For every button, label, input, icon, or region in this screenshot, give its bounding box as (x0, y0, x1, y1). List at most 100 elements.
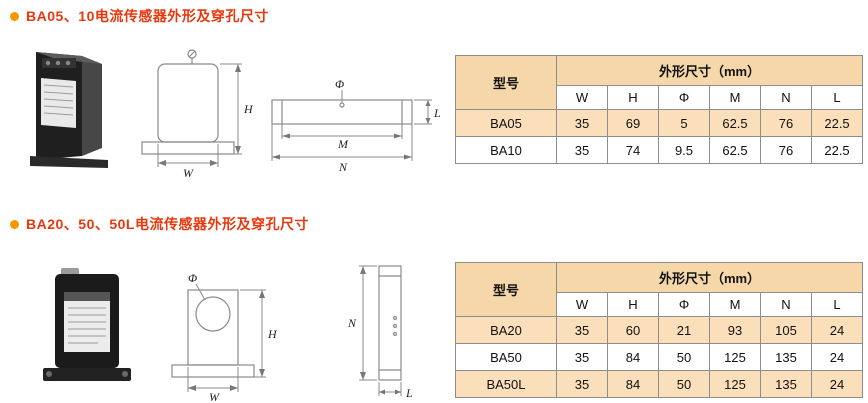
value-cell: 50 (658, 343, 710, 371)
phi-leader-line (195, 283, 206, 301)
section-1-title-text: BA05、10电流传感器外形及穿孔尺寸 (26, 8, 269, 24)
w-dimension-lines (157, 144, 219, 167)
col-header-m: M (709, 85, 761, 110)
terminal-block (42, 58, 76, 68)
value-cell: 76 (760, 136, 812, 164)
value-cell: 35 (556, 370, 608, 398)
dimension-table-ba20-ba50: 型号 外形尺寸（mm） W H Φ M N L BA20 35 60 21 93… (455, 262, 864, 398)
hole-indicator-icon (187, 49, 197, 64)
dim-header-cell: 外形尺寸（mm） (555, 55, 864, 86)
col-header-m: M (709, 292, 761, 317)
front-view-drawing-1: H W (141, 49, 254, 180)
m-dimension-arrows (282, 133, 402, 139)
value-cell: 24 (810, 370, 864, 398)
sensor-photo-ba05 (30, 52, 108, 168)
value-cell: 22.5 (810, 136, 864, 164)
model-cell: BA20 (455, 316, 557, 344)
n-dimension-arrows (272, 154, 412, 160)
col-header-h: H (607, 292, 659, 317)
n-dimension-arrows (360, 266, 366, 380)
w-dimension-arrows (158, 160, 218, 166)
section-2-title: BA20、50、50L电流传感器外形及穿孔尺寸 (10, 214, 309, 234)
col-header-phi: Φ (658, 85, 710, 110)
col-header-l: L (810, 85, 864, 110)
value-cell: 69 (607, 109, 659, 137)
value-cell: 24 (810, 343, 864, 371)
dim-label-h: H (267, 327, 278, 341)
sensor-base-flange (43, 368, 131, 381)
mounting-hole (46, 371, 52, 377)
value-cell: 62.5 (709, 109, 761, 137)
h-dimension-lines (220, 63, 242, 155)
dim-label-phi: Φ (335, 77, 344, 91)
model-header-cell: 型号 (455, 262, 557, 317)
value-cell: 135 (760, 370, 812, 398)
col-header-n: N (760, 292, 812, 317)
value-cell: 74 (607, 136, 659, 164)
col-header-w: W (556, 292, 608, 317)
strip-outline (271, 99, 413, 125)
l-dimension-arrows (379, 389, 401, 395)
dim-label-h: H (243, 102, 254, 116)
value-cell: 24 (810, 316, 864, 344)
col-header-w: W (556, 85, 608, 110)
col-header-phi: Φ (658, 292, 710, 317)
h-dimension-arrows (235, 64, 241, 154)
sensor-outline (141, 63, 235, 155)
col-header-h: H (607, 85, 659, 110)
col-header-n: N (760, 85, 812, 110)
value-cell: 35 (556, 316, 608, 344)
model-header-cell: 型号 (455, 55, 557, 110)
table-row-ba50: BA50 35 84 50 125 135 24 (455, 343, 864, 371)
n-dimension-lines (359, 265, 377, 381)
label-text-lines (68, 307, 106, 344)
table-row-ba05: BA05 35 69 5 62.5 76 22.5 (455, 109, 864, 137)
bullet-icon (10, 11, 19, 21)
value-cell: 60 (607, 316, 659, 344)
dim-label-phi: Φ (188, 271, 197, 285)
column-header-row: W H Φ M N L (456, 85, 864, 110)
mounting-hole (122, 371, 128, 377)
header-row: 型号 外形尺寸（mm） (455, 55, 864, 110)
value-cell: 84 (607, 370, 659, 398)
value-cell: 22.5 (810, 109, 864, 137)
value-cell: 135 (760, 343, 812, 371)
dimension-table-ba05-ba10: 型号 外形尺寸（mm） W H Φ M N L BA05 35 69 5 62.… (455, 55, 864, 164)
side-view-drawing-2: N L (347, 265, 413, 400)
header-row: 型号 外形尺寸（mm） (455, 262, 864, 317)
front-view-drawing-2: Φ H W (171, 271, 278, 402)
sensor-label (41, 78, 76, 128)
bullet-icon (10, 219, 19, 229)
value-cell: 35 (556, 136, 608, 164)
dim-label-l: L (405, 386, 413, 400)
value-cell: 93 (709, 316, 761, 344)
strip-outline (378, 265, 402, 381)
model-cell: BA50 (455, 343, 557, 371)
sensor-outline (171, 289, 255, 378)
value-cell: 125 (709, 370, 761, 398)
dim-label-w: W (183, 166, 194, 180)
value-cell: 125 (709, 343, 761, 371)
value-cell: 35 (556, 343, 608, 371)
dim-label-n: N (338, 160, 348, 174)
dim-label-l: L (433, 106, 441, 120)
table-row-ba50l: BA50L 35 84 50 125 135 24 (455, 370, 864, 398)
sensor-side-face (82, 56, 102, 156)
h-dimension-arrows (259, 290, 265, 377)
value-cell: 84 (607, 343, 659, 371)
sensor-photo-ba20 (43, 268, 131, 381)
model-cell: BA05 (455, 109, 557, 137)
model-cell: BA50L (455, 370, 557, 398)
column-header-row: W H Φ M N L (456, 292, 864, 317)
sensor-base-foot (30, 156, 108, 168)
table-row-ba20: BA20 35 60 21 93 105 24 (455, 316, 864, 344)
w-dimension-arrows (188, 385, 238, 391)
n-dimension-lines (271, 124, 413, 161)
w-dimension-lines (187, 367, 239, 392)
section-1-title: BA05、10电流传感器外形及穿孔尺寸 (10, 6, 269, 26)
value-cell: 50 (658, 370, 710, 398)
label-text-lines (43, 84, 74, 116)
value-cell: 105 (760, 316, 812, 344)
model-cell: BA10 (455, 136, 557, 164)
